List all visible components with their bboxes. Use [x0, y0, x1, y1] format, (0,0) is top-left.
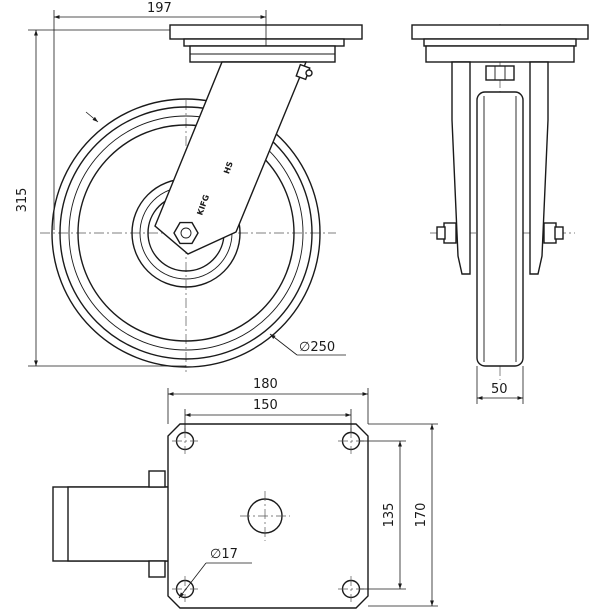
dimension-wheel-diameter: ∅250 — [85, 111, 346, 356]
dimension-height: 315 — [15, 29, 186, 367]
height-label: 315 — [15, 188, 30, 213]
dimension-hole-spacing-y: 135 — [360, 440, 406, 590]
hole-spacing-y-label: 135 — [382, 503, 397, 528]
dimension-plate-height: 170 — [368, 423, 438, 607]
dimension-wheel-width: 50 — [476, 366, 524, 404]
side-view: KIFG HS 197 315 ∅250 — [15, 1, 363, 372]
hole-diameter-label: ∅17 — [210, 547, 238, 562]
fork-arm: KIFG HS — [154, 61, 313, 255]
hole-spacing-x-label: 150 — [253, 398, 278, 413]
plate-height-label: 170 — [414, 503, 429, 528]
wheel-diameter-label: ∅250 — [299, 340, 335, 355]
plate-offset-label: 197 — [147, 1, 172, 16]
dimension-hole-diameter: ∅17 — [178, 547, 252, 599]
fork-code: HS — [222, 160, 235, 175]
front-view: 50 — [411, 24, 589, 404]
dimension-plate-width: 180 — [167, 377, 369, 424]
dimension-plate-offset: 197 — [53, 1, 267, 230]
top-plate-view: 180 150 135 170 ∅17 — [52, 377, 438, 609]
plate-width-label: 180 — [253, 377, 278, 392]
dimension-hole-spacing-x: 150 — [184, 398, 352, 432]
wheel-width-label: 50 — [491, 382, 508, 397]
bolt-holes — [172, 428, 364, 602]
axle-nut-icon — [173, 221, 199, 245]
